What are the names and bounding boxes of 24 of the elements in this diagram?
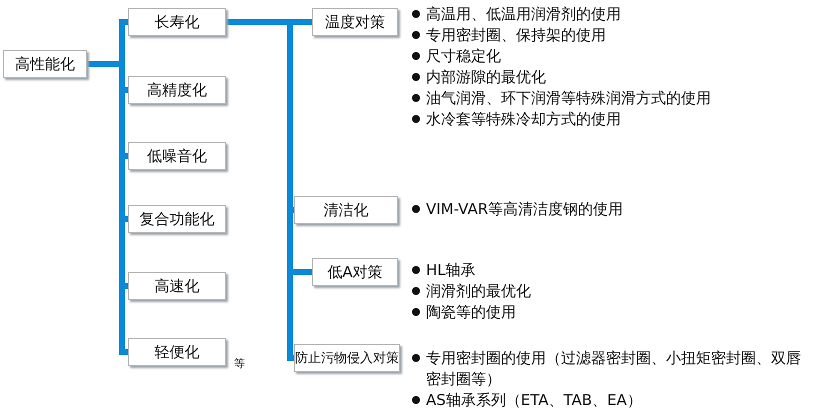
category-box: 高精度化 [128,76,226,104]
bullet-text: VIM-VAR等高清洁度钢的使用 [426,199,624,220]
category-box: 长寿化 [128,8,226,36]
category-box: 低噪音化 [128,142,226,170]
category-box: 高速化 [128,272,226,300]
bullet-text: 陶瓷等的使用 [426,302,516,323]
category-box: 温度对策 [312,8,398,36]
bullet-text: 专用密封圈的使用（过滤器密封圈、小扭矩密封圈、双唇密封圈等） [426,348,802,390]
bullet-text: 尺寸稳定化 [426,46,501,67]
bullet-text: 润滑剂的最优化 [426,281,531,302]
bullet-text: 油气润滑、环下润滑等特殊润滑方式的使用 [426,88,711,109]
category-box: 低A对策 [312,258,398,286]
bullet-text: 高温用、低温用润滑剂的使用 [426,4,621,25]
bullet-text: 内部游隙的最优化 [426,67,546,88]
bullet-text: HL轴承 [426,260,476,281]
category-box: 复合功能化 [128,205,226,233]
bullet-text: AS轴承系列（ETA、TAB、EA） [426,390,642,411]
category-box: 高性能化 [3,50,87,78]
note-text: 等 [234,356,245,371]
bullet-text: 水冷套等特殊冷却方式的使用 [426,109,621,130]
category-box: 防止污物侵入对策 [294,344,400,372]
bullet-text: 专用密封圈、保持架的使用 [426,25,606,46]
category-box: 轻便化 [128,338,226,366]
category-box: 清洁化 [294,196,398,224]
